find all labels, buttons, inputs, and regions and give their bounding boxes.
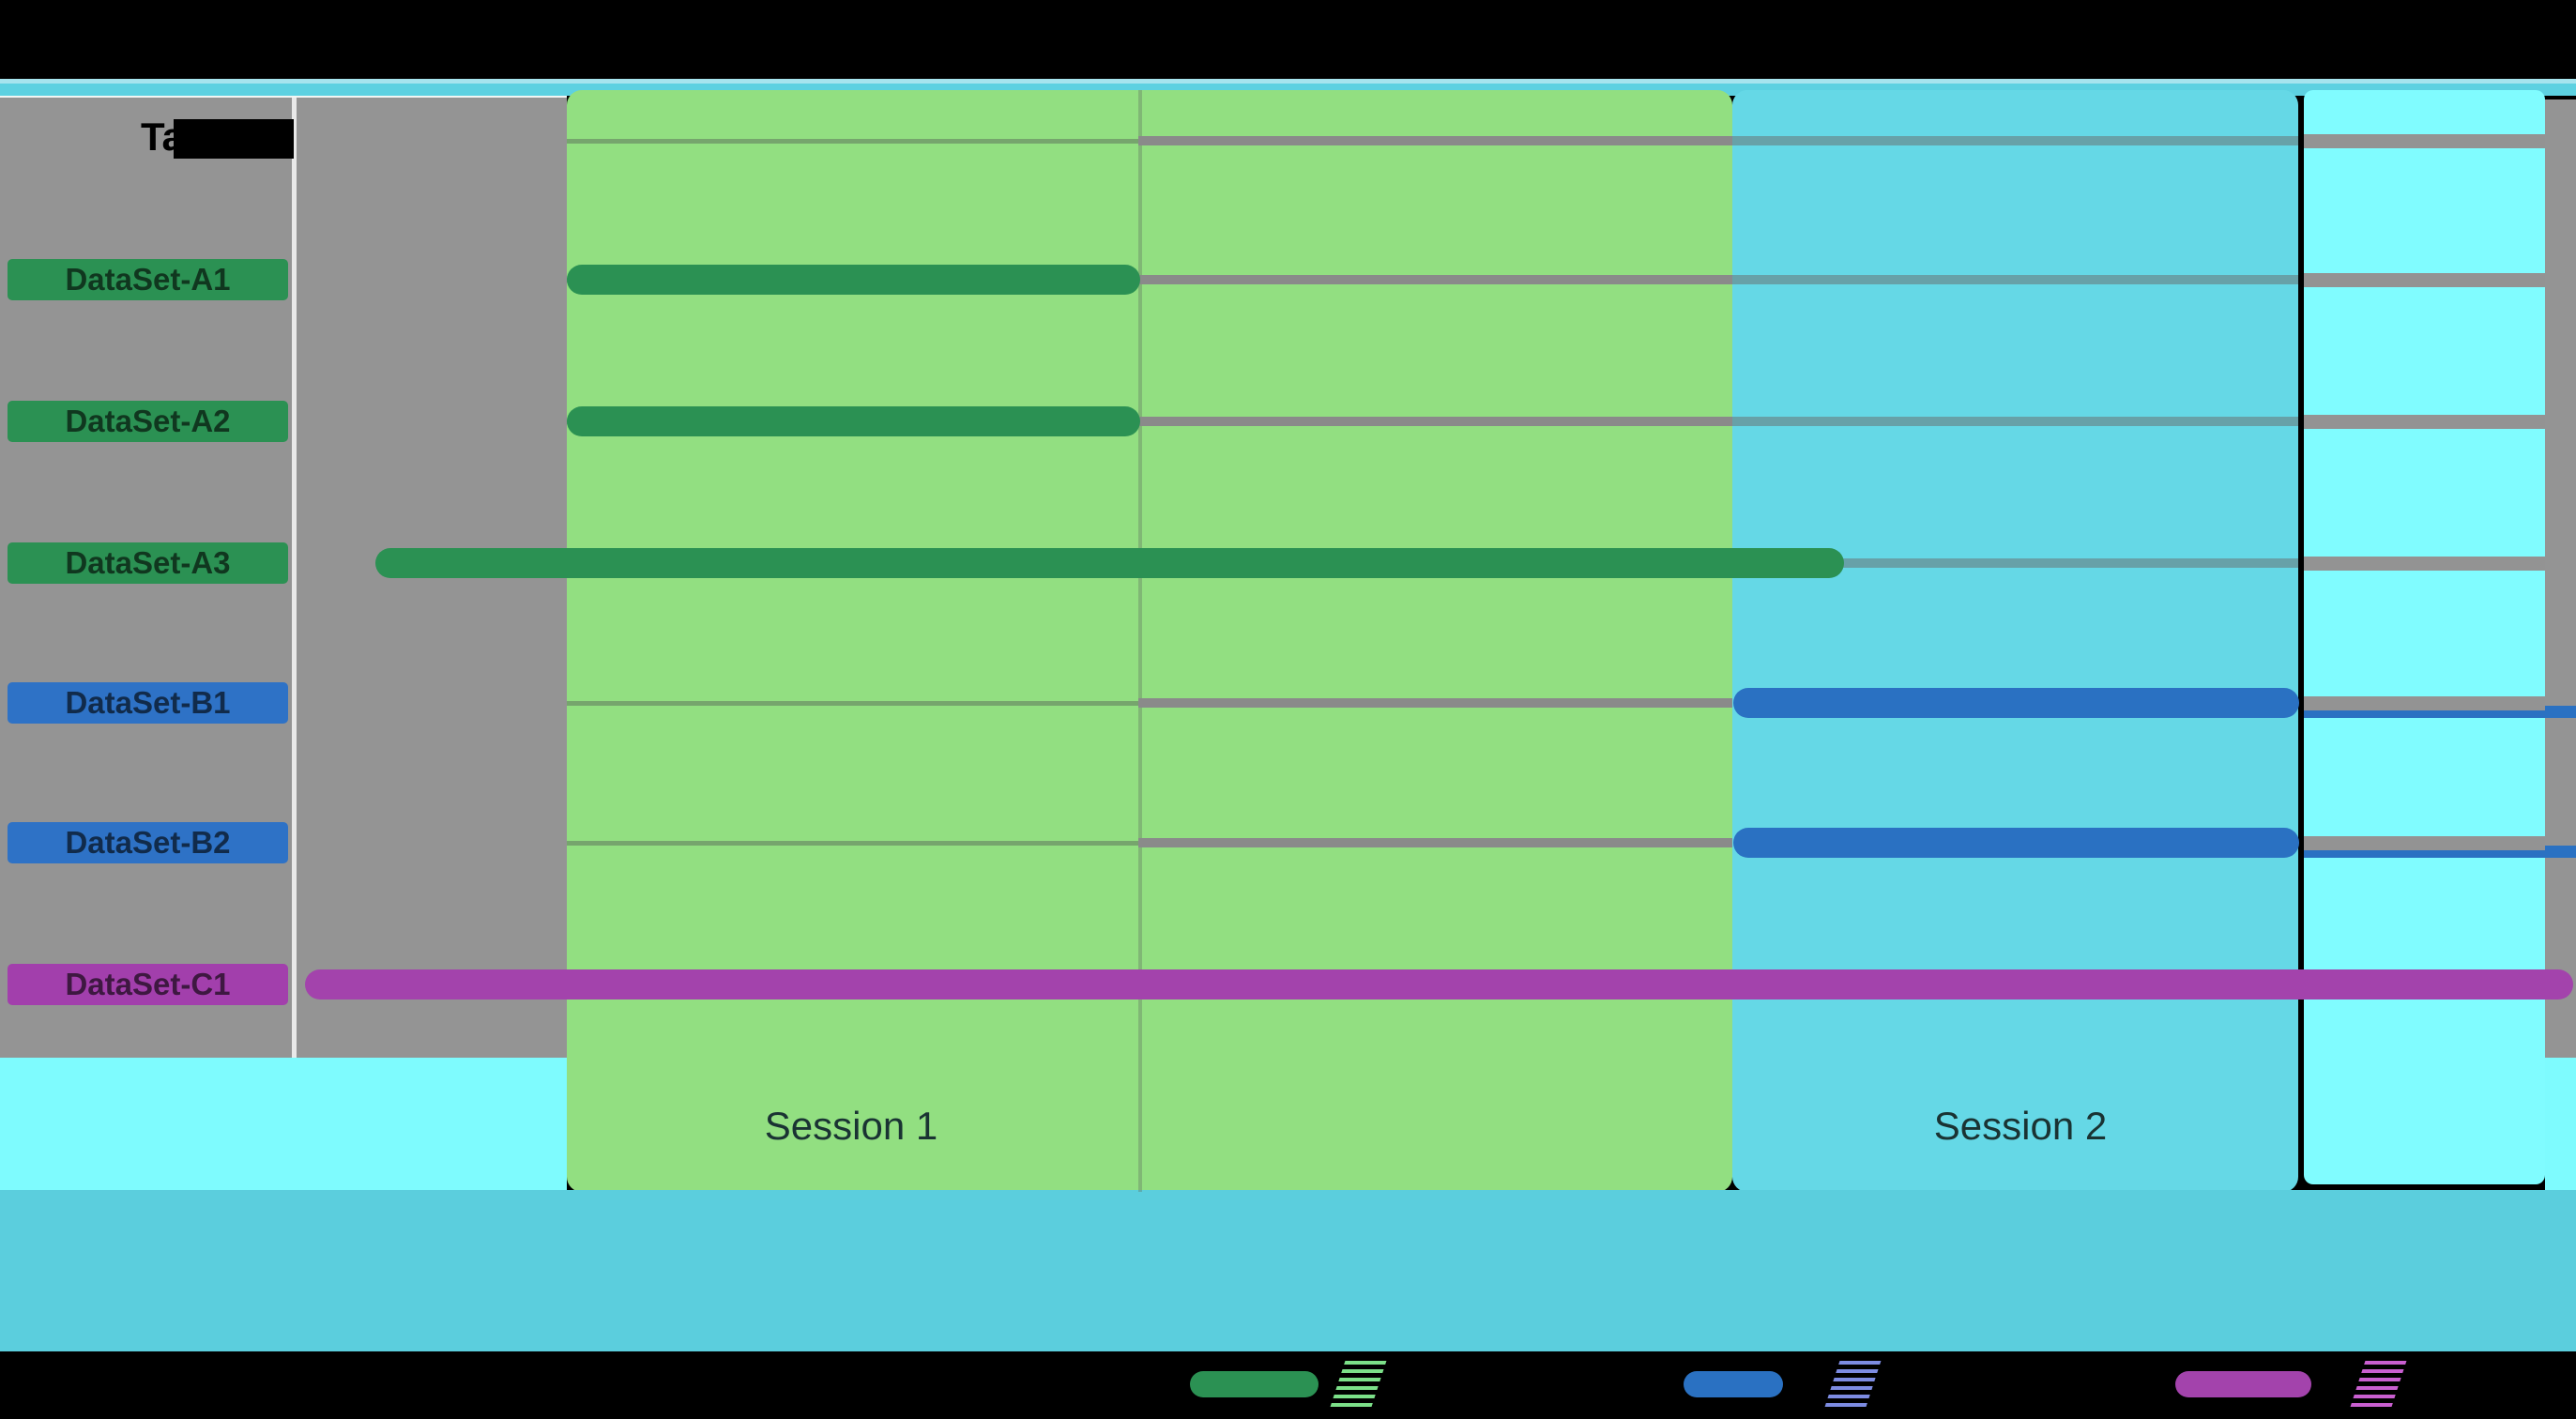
bar-overflow-segment xyxy=(2304,706,2576,718)
right-cyan-column xyxy=(2304,90,2545,1184)
bottom-right-cyan-block xyxy=(2545,1058,2576,1192)
gutter-vertical-divider xyxy=(292,98,297,1058)
task-bar-dataset-c1 xyxy=(305,969,2573,999)
task-bar-dataset-a3 xyxy=(375,548,1844,578)
row-label-dataset-b1: DataSet-B1 xyxy=(8,682,288,724)
bottom-left-cyan-block xyxy=(0,1058,567,1192)
task-bar-dataset-a1 xyxy=(567,265,1140,295)
session1-label: Session 1 xyxy=(764,1104,938,1148)
bar-overflow-segment xyxy=(2304,846,2576,858)
task-bar-dataset-a2 xyxy=(567,406,1140,436)
legend-marker-group-a xyxy=(1190,1371,1318,1397)
session2-label: Session 2 xyxy=(1933,1104,2108,1148)
task-bar-dataset-b2 xyxy=(1733,828,2299,858)
row-label-dataset-a2: DataSet-A2 xyxy=(8,401,288,442)
legend-marker-group-b xyxy=(1684,1371,1783,1397)
task-bar-dataset-b1 xyxy=(1733,688,2299,718)
row-label-text: DataSet-C1 xyxy=(65,967,231,1001)
top-strip-highlight xyxy=(0,79,2576,84)
session2-span xyxy=(1732,90,2298,1192)
row-label-text: DataSet-B2 xyxy=(65,825,231,860)
row-label-text: DataSet-A3 xyxy=(65,545,231,580)
row-label-text: DataSet-A1 xyxy=(65,262,231,297)
legend-marker-group-c xyxy=(2175,1371,2311,1397)
legend-hatch-group-a xyxy=(1329,1361,1387,1410)
row-label-text: DataSet-B1 xyxy=(65,685,231,720)
y-axis-title-highlight xyxy=(174,119,294,159)
legend-hatch-group-b xyxy=(1823,1361,1882,1410)
row-label-dataset-b2: DataSet-B2 xyxy=(8,822,288,863)
vertical-gridline xyxy=(1138,90,1142,1192)
row-label-dataset-c1: DataSet-C1 xyxy=(8,964,288,1005)
session1-span xyxy=(567,90,1732,1192)
row-label-text: DataSet-A2 xyxy=(65,404,231,438)
row-label-dataset-a1: DataSet-A1 xyxy=(8,259,288,300)
legend-hatch-group-c xyxy=(2349,1361,2407,1410)
bottom-cyan-band xyxy=(0,1190,2576,1351)
right-margin-panel xyxy=(2545,99,2576,1058)
row-label-dataset-a3: DataSet-A3 xyxy=(8,542,288,584)
